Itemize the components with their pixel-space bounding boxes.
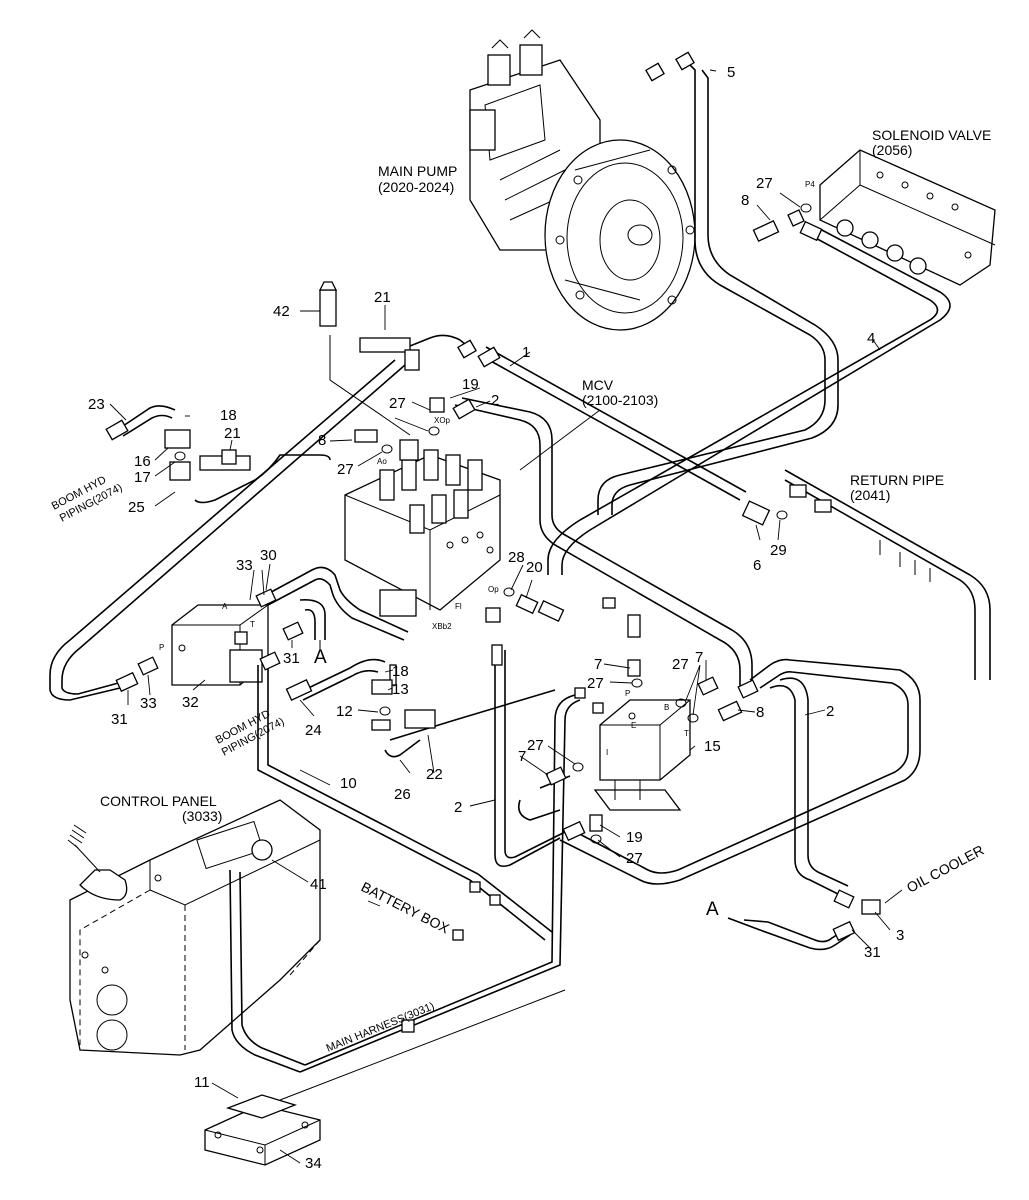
callout-20: 20 <box>526 559 543 576</box>
callout-31-right: 31 <box>864 944 881 961</box>
callout-7-a: 7 <box>594 656 602 673</box>
callout-26: 26 <box>394 786 411 803</box>
valve-block-32 <box>171 604 269 686</box>
control-panel-code: (3033) <box>182 808 222 824</box>
callout-34: 34 <box>305 1155 322 1172</box>
callout-27-bottom: 27 <box>626 850 643 867</box>
solenoid-valve <box>819 149 996 286</box>
callout-17: 17 <box>134 469 151 486</box>
callout-27-mcv-top: 27 <box>389 395 406 412</box>
mcv <box>344 449 501 617</box>
port-p4: P4 <box>805 180 815 189</box>
port-labels: P4 XOp Ao Op Fl XBb2 P A T P E B T I <box>159 180 815 757</box>
callout-8-right: 8 <box>756 704 764 721</box>
port-p-left: P <box>159 643 164 652</box>
callout-31-left: 31 <box>111 711 128 728</box>
port-b: B <box>664 703 669 712</box>
callout-24: 24 <box>305 722 322 739</box>
callout-41: 41 <box>310 876 327 893</box>
callout-22: 22 <box>426 766 443 783</box>
port-t-right: T <box>684 729 689 738</box>
leader-lines <box>109 69 903 1164</box>
callout-13: 13 <box>392 681 409 698</box>
port-i: I <box>606 748 608 757</box>
callout-23: 23 <box>88 396 105 413</box>
callout-27-block15-top: 27 <box>587 675 604 692</box>
valve-block-15 <box>593 699 691 811</box>
port-fl: Fl <box>455 602 462 611</box>
hoses <box>49 64 951 1101</box>
callout-27-block15-left: 27 <box>527 737 544 754</box>
callout-42: 42 <box>273 303 290 320</box>
control-panel <box>67 799 321 1056</box>
callout-2-bottom: 2 <box>454 799 462 816</box>
callout-10: 10 <box>340 775 357 792</box>
control-panel-label: CONTROL PANEL <box>100 793 217 809</box>
port-xbb2: XBb2 <box>432 622 452 631</box>
callout-28: 28 <box>508 549 525 566</box>
callout-6: 6 <box>753 557 761 574</box>
callout-2-top: 2 <box>491 392 499 409</box>
section-a-top: A <box>314 647 327 668</box>
callout-numbers: 1 2 2 2 3 4 5 6 7 7 7 8 8 8 10 11 12 13 … <box>88 64 904 1172</box>
callout-2-right: 2 <box>826 703 834 720</box>
mcv-label: MCV <box>582 377 614 393</box>
main-pump-code: (2020-2024) <box>378 179 454 195</box>
callout-27-solenoid: 27 <box>756 175 773 192</box>
solenoid-valve-code: (2056) <box>872 142 912 158</box>
callout-8-mcv: 8 <box>318 432 326 449</box>
port-a: A <box>222 602 228 611</box>
label-solenoid-valve: SOLENOID VALVE (2056) <box>872 127 991 158</box>
callout-25: 25 <box>128 499 145 516</box>
oil-cooler-label: OIL COOLER <box>904 842 987 896</box>
label-return-pipe: RETURN PIPE (2041) <box>850 472 944 503</box>
main-pump-label: MAIN PUMP <box>378 163 457 179</box>
callout-7-b: 7 <box>695 649 703 666</box>
callout-32: 32 <box>182 694 199 711</box>
callout-3: 3 <box>896 927 904 944</box>
callout-27-block15-right: 27 <box>672 656 689 673</box>
callout-11: 11 <box>194 1074 210 1091</box>
mcv-code: (2100-2103) <box>582 392 658 408</box>
callout-27-mcv-left: 27 <box>337 461 354 478</box>
pedal-assembly <box>204 1094 321 1166</box>
return-pipe <box>784 469 991 680</box>
callout-16: 16 <box>134 453 151 470</box>
fittings <box>105 51 881 1033</box>
callout-7-c: 7 <box>518 748 526 765</box>
main-pump <box>469 29 696 331</box>
callout-18-mid: 18 <box>392 663 409 680</box>
callout-33-left: 33 <box>140 695 157 712</box>
callout-1: 1 <box>522 344 530 361</box>
callout-19-top: 19 <box>462 376 479 393</box>
callout-30: 30 <box>260 547 277 564</box>
port-p-right: P <box>625 689 630 698</box>
callout-21-top: 21 <box>374 289 391 306</box>
callout-5: 5 <box>727 64 735 81</box>
label-control-panel: CONTROL PANEL (3033) <box>100 793 222 824</box>
label-mcv: MCV (2100-2103) <box>582 377 658 408</box>
section-a-bottom: A <box>706 899 719 920</box>
port-xop: XOp <box>434 416 451 425</box>
label-main-pump: MAIN PUMP (2020-2024) <box>378 163 457 195</box>
callout-31-mid: 31 <box>283 650 300 667</box>
port-ao: Ao <box>377 457 387 466</box>
callout-33-top: 33 <box>236 557 253 574</box>
callout-4: 4 <box>867 330 875 347</box>
solenoid-valve-label: SOLENOID VALVE <box>872 127 991 143</box>
callout-15: 15 <box>704 738 721 755</box>
port-op: Op <box>488 585 499 594</box>
callout-12: 12 <box>336 703 353 720</box>
callout-18-left: 18 <box>220 407 237 424</box>
return-pipe-label: RETURN PIPE <box>850 472 944 488</box>
callout-29: 29 <box>770 542 787 559</box>
port-e: E <box>631 721 636 730</box>
return-pipe-code: (2041) <box>850 487 890 503</box>
port-t-left: T <box>250 620 255 629</box>
callout-19-bottom: 19 <box>626 829 643 846</box>
callout-8-top: 8 <box>741 192 749 209</box>
battery-box-label: BATTERY BOX <box>359 878 453 936</box>
callout-21-left: 21 <box>224 425 241 442</box>
